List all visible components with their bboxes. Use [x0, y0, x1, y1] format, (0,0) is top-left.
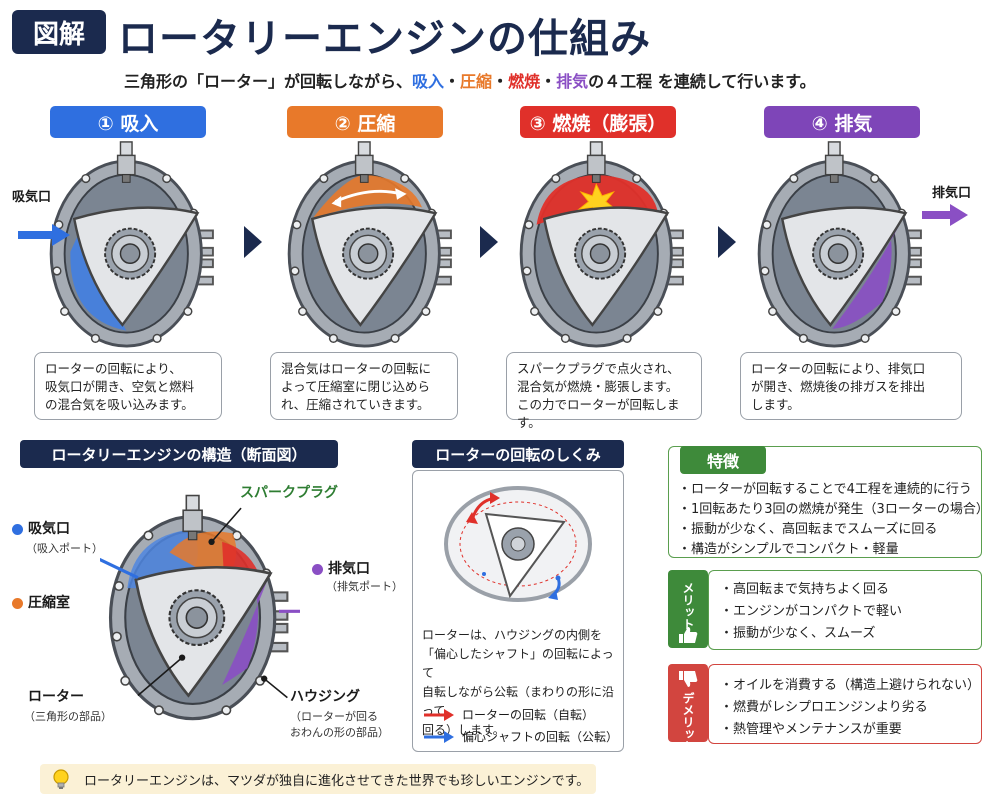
step-label-compress: ② 圧縮	[287, 106, 443, 138]
step-desc-compress: 混合気はローターの回転に よって圧縮室に閉じ込めら れ、圧縮されていきます。	[270, 352, 458, 420]
kw-exhaust: 排気	[556, 72, 589, 91]
chamber-dot-icon	[12, 598, 23, 609]
pro-item-1: ・高回転まで気持ちよく回る	[720, 582, 890, 597]
title-badge: 図解	[12, 10, 106, 54]
exhaust-dot-icon	[312, 564, 323, 575]
rotation-diagram	[444, 486, 592, 602]
rotation-desc: ローターは、ハウジングの内側を 「偏心したシャフト」の回転によって 自転しながら…	[422, 628, 615, 737]
pros-panel	[708, 570, 982, 650]
step-desc-combust: スパークプラグで点火され、 混合気が燃焼・膨張します。 この力でローターが回転し…	[506, 352, 702, 430]
feature-item-4: ・構造がシンプルでコンパクト・軽量	[678, 542, 899, 557]
subtitle-post: の４工程 を連続して行います。	[588, 72, 816, 91]
exhaust-port-label: 排気口	[932, 186, 972, 201]
subtitle-pre: 三角形の「ローター」が回転しながら、	[124, 72, 413, 91]
step-label-combust: ③ 燃焼（膨張）	[520, 106, 676, 138]
pros-tag-label: メリット	[681, 582, 695, 630]
ann-rotor-sub: （三角形の部品）	[24, 710, 112, 723]
page-subtitle: 三角形の「ローター」が回転しながら、吸入・圧縮・燃焼・排気の４工程 を連続して行…	[124, 68, 816, 92]
ann-exhaust-sub: （排気ポート）	[326, 580, 403, 593]
cons-tag-label: デメリット	[681, 692, 695, 752]
intake-port-label: 吸気口	[12, 190, 52, 205]
pro-item-3: ・振動が少なく、スムーズ	[720, 626, 876, 641]
sep-3: ・	[540, 72, 557, 91]
engine-cross-section	[100, 494, 300, 721]
step-arrow-2-icon	[480, 226, 498, 258]
red-arrow-icon	[424, 708, 454, 721]
engine-diagram-exhaust	[757, 141, 923, 348]
lightbulb-icon	[53, 769, 69, 789]
ann-chamber: 圧縮室	[28, 595, 70, 611]
kw-compress: 圧縮	[460, 72, 493, 91]
ann-intake: 吸気口	[28, 521, 70, 537]
legend-rotor-label: ローターの回転（自転）	[462, 708, 595, 722]
ann-rotor: ローター	[28, 689, 84, 705]
step-arrow-1-icon	[244, 226, 262, 258]
ann-housing: ハウジング	[290, 689, 360, 705]
legend-shaft: 偏心シャフトの回転（公転）	[424, 728, 618, 745]
legend-rotor: ローターの回転（自転）	[424, 706, 594, 723]
pro-item-2: ・エンジンがコンパクトで軽い	[720, 604, 903, 619]
page-title: ロータリーエンジンの仕組み	[118, 16, 651, 62]
exhaust-arrow-icon	[922, 204, 968, 226]
tip-banner: ロータリーエンジンは、マツダが独自に進化させてきた世界でも珍しいエンジンです。	[40, 764, 596, 794]
engine-diagram-intake	[49, 141, 215, 348]
thumbs-up-icon	[679, 627, 698, 643]
ann-spark-plug: スパークプラグ	[240, 485, 338, 501]
rotation-panel	[412, 470, 624, 752]
sep-1: ・	[444, 72, 461, 91]
con-item-3: ・熱管理やメンテナンスが重要	[720, 722, 902, 737]
intake-dot-icon	[12, 524, 23, 535]
intake-arrow-icon	[18, 224, 70, 246]
step-arrow-3-icon	[718, 226, 736, 258]
sep-2: ・	[492, 72, 509, 91]
legend-shaft-label: 偏心シャフトの回転（公転）	[462, 730, 619, 744]
feature-item-3: ・振動が少なく、高回転までスムーズに回る	[678, 522, 938, 537]
features-header: 特徴	[680, 446, 766, 474]
con-item-2: ・燃費がレシプロエンジンより劣る	[720, 700, 928, 715]
step-desc-intake: ローターの回転により、 吸気口が開き、空気と燃料 の混合気を吸い込みます。	[34, 352, 222, 420]
features-panel	[668, 446, 982, 558]
structure-header: ロータリーエンジンの構造（断面図）	[20, 440, 338, 468]
engine-diagram-compress	[287, 141, 453, 348]
ann-intake-sub: （吸入ポート）	[26, 542, 103, 555]
step-label-intake: ① 吸入	[50, 106, 206, 138]
con-item-1: ・オイルを消費する（構造上避けられない）	[720, 678, 981, 693]
kw-combust: 燃焼	[508, 72, 541, 91]
step-label-exhaust: ④ 排気	[764, 106, 920, 138]
thumbs-down-icon	[679, 671, 698, 687]
blue-arrow-icon	[424, 730, 454, 743]
rotation-header: ローターの回転のしくみ	[412, 440, 624, 468]
step-desc-exhaust: ローターの回転により、排気口 が開き、燃焼後の排ガスを排出 します。	[740, 352, 962, 420]
ann-housing-sub2: おわんの形の部品）	[290, 726, 389, 739]
engine-diagram-combust	[519, 141, 685, 348]
ann-exhaust: 排気口	[328, 561, 370, 577]
feature-item-1: ・ローターが回転することで4工程を連続的に行う	[678, 482, 972, 497]
tip-text: ロータリーエンジンは、マツダが独自に進化させてきた世界でも珍しいエンジンです。	[84, 773, 590, 789]
ann-housing-sub1: （ローターが回る	[290, 710, 378, 723]
kw-intake: 吸入	[412, 72, 445, 91]
cons-panel	[708, 664, 982, 744]
feature-item-2: ・1回転あたり3回の燃焼が発生（3ローターの場合）	[678, 502, 989, 517]
